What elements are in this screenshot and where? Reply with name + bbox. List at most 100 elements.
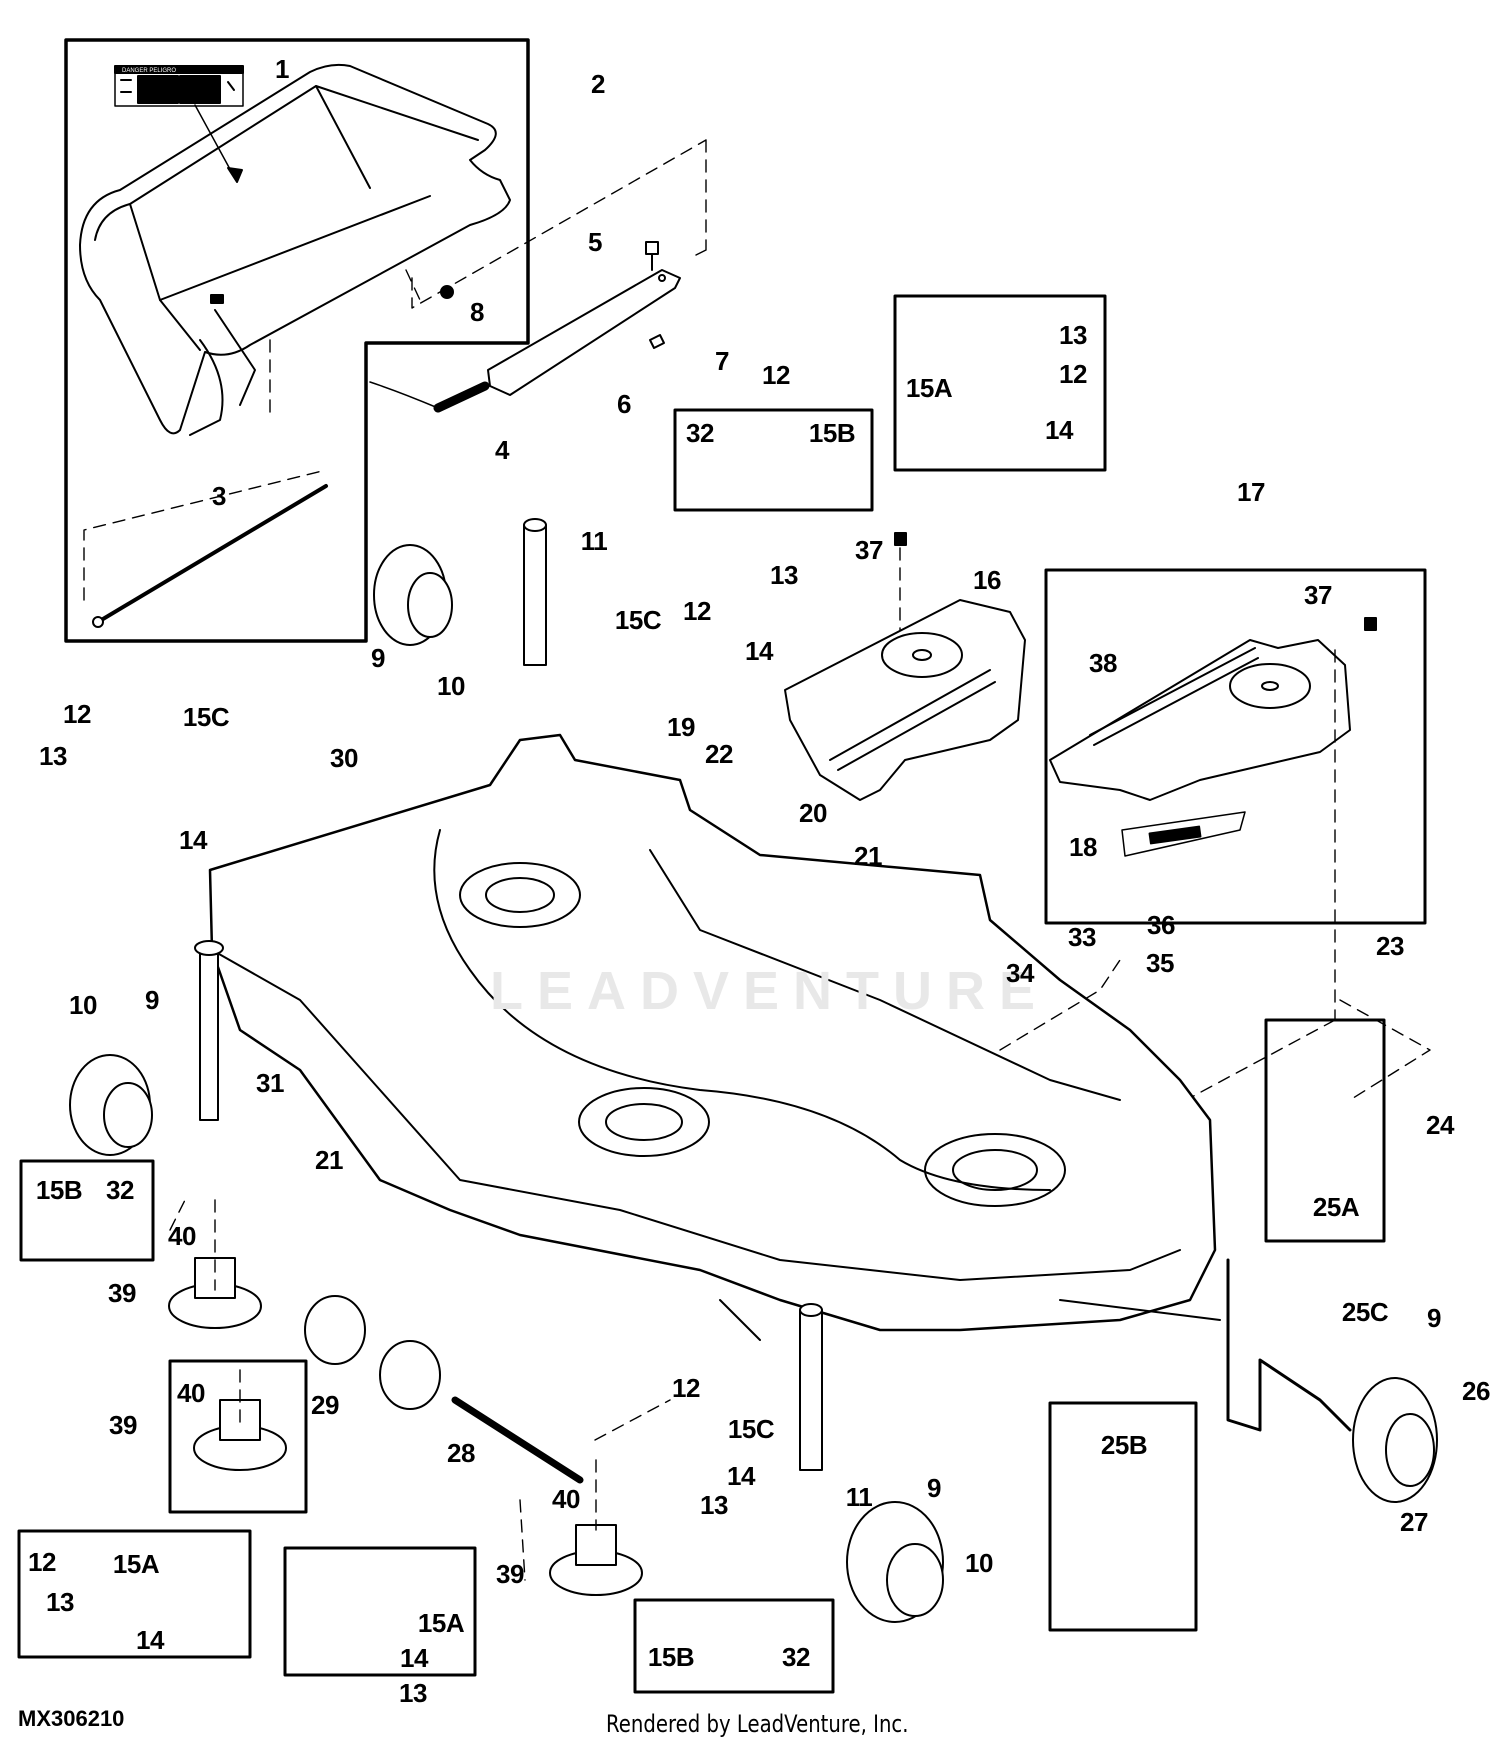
callout-part-10[interactable]: 10	[437, 671, 465, 701]
callout-part-15a[interactable]: 15A	[417, 1608, 465, 1638]
callout-part-11[interactable]: 11	[845, 1482, 873, 1512]
callout-part-39[interactable]: 39	[108, 1278, 136, 1308]
bolt-part-5[interactable]	[645, 241, 659, 271]
callout-part-12[interactable]: 12	[28, 1547, 56, 1577]
callout-part-9[interactable]: 9	[927, 1473, 941, 1503]
callout-part-36[interactable]: 36	[1147, 910, 1175, 940]
deck-decal-part-18[interactable]	[1121, 811, 1246, 857]
callout-part-15c[interactable]: 15C	[727, 1414, 775, 1444]
callout-part-35[interactable]: 35	[1146, 948, 1174, 978]
callout-part-13[interactable]: 13	[46, 1587, 74, 1617]
callout-part-13[interactable]: 13	[39, 741, 67, 771]
callout-part-21[interactable]: 21	[854, 841, 882, 871]
callout-part-17[interactable]: 17	[1237, 477, 1265, 507]
callout-part-31[interactable]: 31	[256, 1068, 284, 1098]
callout-part-26[interactable]: 26	[1462, 1376, 1490, 1406]
callout-part-14[interactable]: 14	[745, 636, 773, 666]
callout-part-13[interactable]: 13	[700, 1490, 728, 1520]
callout-part-14[interactable]: 14	[400, 1643, 428, 1673]
callout-part-40[interactable]: 40	[177, 1378, 205, 1408]
rod-part-3[interactable]	[92, 484, 328, 628]
callout-part-30[interactable]: 30	[330, 743, 358, 773]
callout-part-13[interactable]: 13	[399, 1678, 427, 1708]
gauge-wheel-part-9[interactable]	[69, 544, 1438, 1623]
callout-part-39[interactable]: 39	[496, 1559, 524, 1589]
callout-part-15b[interactable]: 15B	[808, 418, 856, 448]
callout-part-40[interactable]: 40	[552, 1484, 580, 1514]
mower-deck-part-30[interactable]	[208, 733, 1221, 1341]
callout-part-23[interactable]: 23	[1376, 931, 1404, 961]
callout-part-9[interactable]: 9	[145, 985, 159, 1015]
callout-part-10[interactable]: 10	[965, 1548, 993, 1578]
callout-part-39[interactable]: 39	[109, 1410, 137, 1440]
callout-part-8[interactable]: 8	[470, 297, 484, 327]
callout-part-22[interactable]: 22	[705, 739, 733, 769]
callout-part-15c[interactable]: 15C	[614, 605, 662, 635]
callout-part-11[interactable]: 11	[580, 526, 608, 556]
inset-15B-32-bottom	[633, 1598, 835, 1694]
callout-part-19[interactable]: 19	[667, 712, 695, 742]
callout-part-13[interactable]: 13	[770, 560, 798, 590]
callout-part-32[interactable]: 32	[686, 418, 714, 448]
spindle-assembly-part-39[interactable]	[168, 1257, 643, 1596]
callout-part-15c[interactable]: 15C	[182, 702, 230, 732]
callout-part-15b[interactable]: 15B	[647, 1642, 695, 1672]
callout-part-12[interactable]: 12	[672, 1373, 700, 1403]
callout-part-15a[interactable]: 15A	[905, 373, 953, 403]
callout-part-14[interactable]: 14	[727, 1461, 755, 1491]
spring-part-4[interactable]	[369, 381, 490, 413]
callout-part-15b[interactable]: 15B	[35, 1175, 83, 1205]
danger-decal-part-1[interactable]: DANGER PELIGRO	[114, 65, 244, 183]
callout-part-40[interactable]: 40	[168, 1221, 196, 1251]
callout-part-9[interactable]: 9	[371, 643, 385, 673]
callout-part-2[interactable]: 2	[591, 69, 605, 99]
callout-part-4[interactable]: 4	[495, 435, 509, 465]
callout-part-14[interactable]: 14	[1045, 415, 1073, 445]
callout-part-12[interactable]: 12	[683, 596, 711, 626]
callout-part-27[interactable]: 27	[1400, 1507, 1428, 1537]
callout-part-25b[interactable]: 25B	[1100, 1430, 1148, 1460]
inset-15A-bottom-mid	[283, 1546, 477, 1677]
callout-part-38[interactable]: 38	[1089, 648, 1117, 678]
callout-part-25c[interactable]: 25C	[1341, 1297, 1389, 1327]
callout-part-5[interactable]: 5	[588, 227, 602, 257]
gauge-wheel-arm-part-11[interactable]	[523, 518, 823, 1471]
callout-part-12[interactable]: 12	[1059, 359, 1087, 389]
callout-part-32[interactable]: 32	[106, 1175, 134, 1205]
caster-arm-part-25C[interactable]	[1226, 1258, 1352, 1432]
idler-pulley-part-29[interactable]	[304, 1295, 441, 1410]
bracket-part-6[interactable]	[487, 269, 681, 396]
callout-part-33[interactable]: 33	[1068, 922, 1096, 952]
callout-part-18[interactable]: 18	[1069, 832, 1097, 862]
callout-part-29[interactable]: 29	[311, 1390, 339, 1420]
callout-part-12[interactable]: 12	[762, 360, 790, 390]
callout-part-25a[interactable]: 25A	[1312, 1192, 1360, 1222]
shaft-part-28[interactable]	[451, 1396, 584, 1484]
watermark: LEADVENTURE	[490, 961, 1050, 1021]
callout-part-10[interactable]: 10	[69, 990, 97, 1020]
callout-part-28[interactable]: 28	[447, 1438, 475, 1468]
callout-part-1[interactable]: 1	[275, 54, 289, 84]
bolt-part-37[interactable]	[894, 532, 1377, 631]
callout-part-6[interactable]: 6	[617, 389, 631, 419]
bolt-part-7[interactable]	[649, 334, 665, 349]
callout-part-14[interactable]: 14	[179, 825, 207, 855]
callout-part-13[interactable]: 13	[1059, 320, 1087, 350]
callout-part-15a[interactable]: 15A	[112, 1549, 160, 1579]
callout-part-32[interactable]: 32	[782, 1642, 810, 1672]
mulch-cover-part-2[interactable]	[79, 63, 511, 436]
callout-part-34[interactable]: 34	[1006, 958, 1034, 988]
callout-part-20[interactable]: 20	[799, 798, 827, 828]
callout-part-16[interactable]: 16	[973, 565, 1001, 595]
callout-part-14[interactable]: 14	[136, 1625, 164, 1655]
callout-part-37[interactable]: 37	[855, 535, 883, 565]
callout-part-37[interactable]: 37	[1304, 580, 1332, 610]
belt-cover-part-16[interactable]	[784, 599, 1026, 801]
callout-part-3[interactable]: 3	[212, 481, 226, 511]
callout-part-21[interactable]: 21	[315, 1145, 343, 1175]
callout-part-9[interactable]: 9	[1427, 1303, 1441, 1333]
callout-part-7[interactable]: 7	[715, 346, 729, 376]
callout-part-24[interactable]: 24	[1426, 1110, 1454, 1140]
callout-part-12[interactable]: 12	[63, 699, 91, 729]
gauge-wheel-arm-part-31[interactable]	[194, 940, 224, 1121]
